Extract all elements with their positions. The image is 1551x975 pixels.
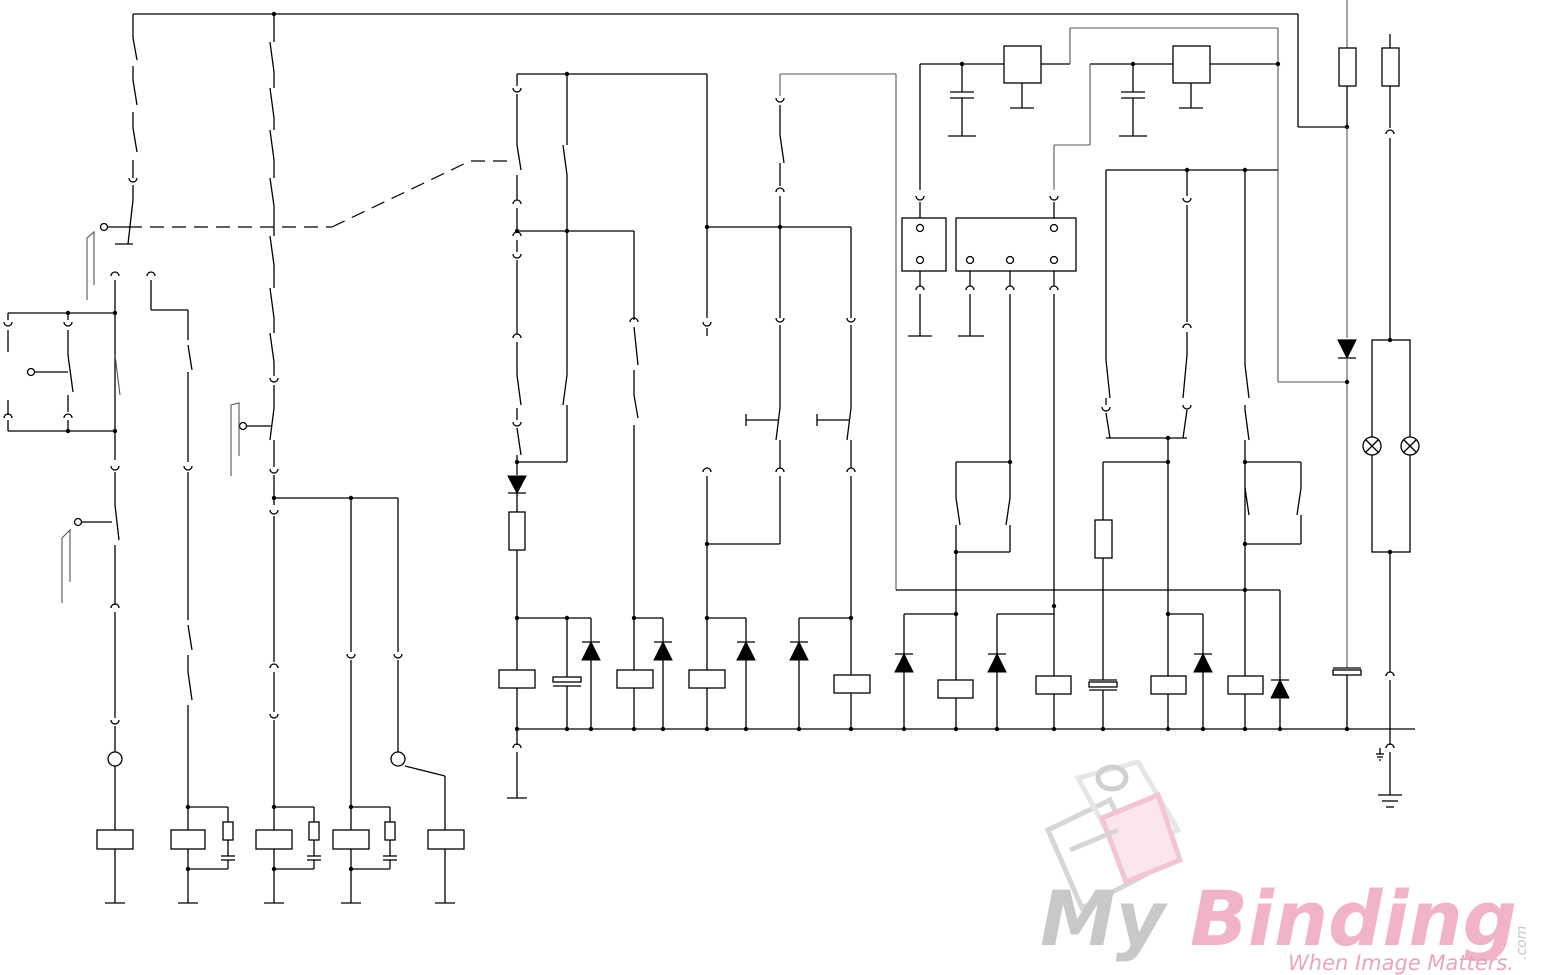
left-contact-bank [4,311,120,433]
main-switch-column [231,14,398,903]
left-lower-chain [62,466,133,903]
right-switch-group [1089,168,1301,729]
right-contact-logic [895,460,1071,729]
left-switch-chain [87,14,192,462]
lamp-branch-398 [391,498,464,903]
sensor-block-large [956,218,1076,676]
regulator-block [916,28,1347,382]
ground-bus [515,727,1415,731]
relay-branch-351 [333,498,397,903]
watermark-brand-pink: Binding [1190,874,1517,963]
mechanical-link-dashed-2 [332,161,515,227]
watermark-tagline: When Image Matters. [1288,951,1514,975]
top-supply-rail [133,12,1349,129]
middle-relay-logic [499,72,851,798]
watermark-brand-gray: My [1040,874,1169,963]
second-lower-chain [171,466,235,903]
fuse-lamp-section [1333,0,1419,807]
column-780-851 [746,74,1280,729]
sensor-block-small [902,218,946,336]
mybinding-watermark: My Binding .com When Image Matters. [1040,760,1550,975]
watermark-domain-suffix: .com [1514,926,1530,960]
